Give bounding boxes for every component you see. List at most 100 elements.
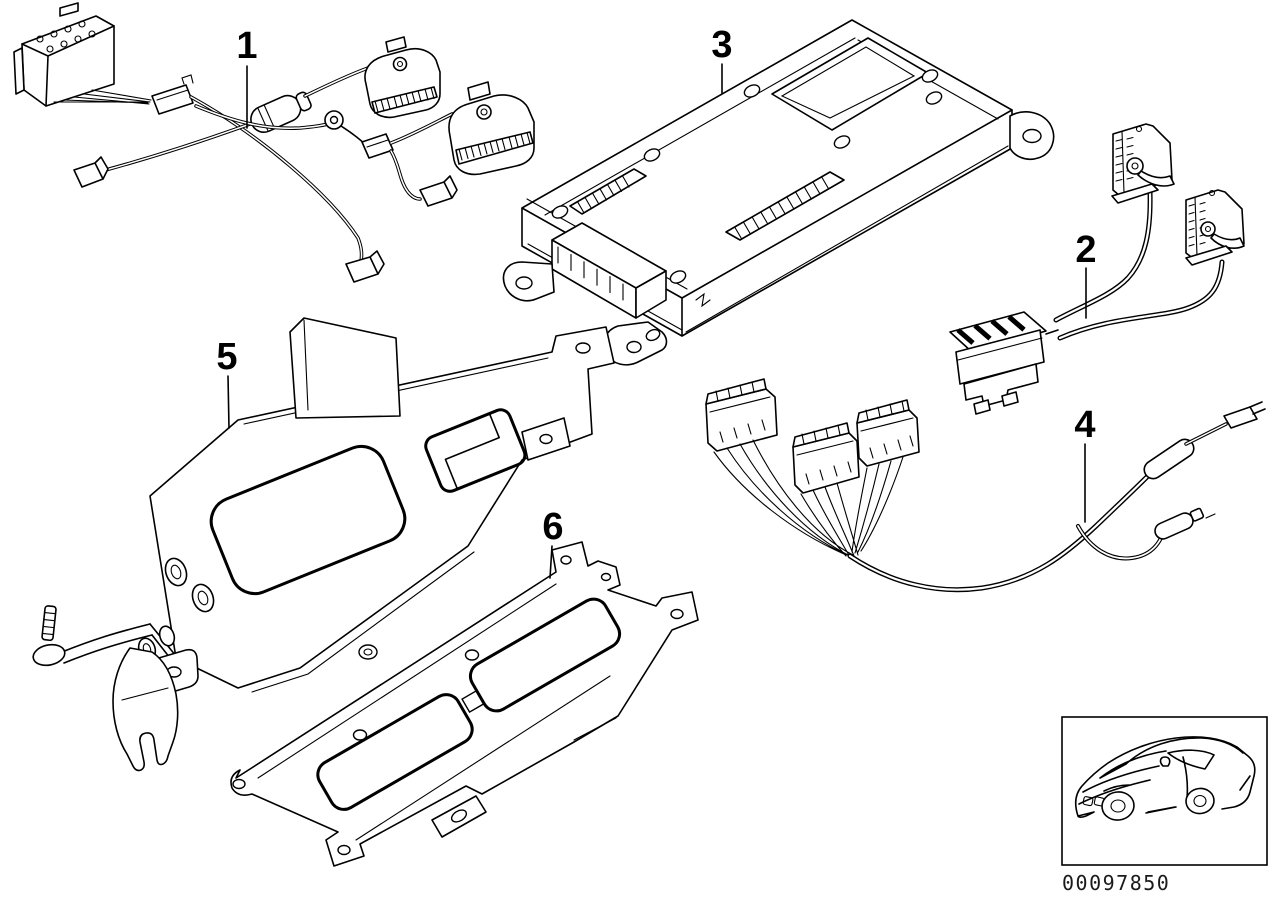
- arm-pad: [32, 643, 66, 667]
- ecu-screw-holes: [551, 69, 943, 284]
- callout-5-leader: [227, 375, 230, 429]
- car-front-wheel: [1101, 791, 1135, 821]
- cable-run-c-inner: [195, 105, 329, 130]
- callout-6-leader: [549, 545, 553, 579]
- branch-cable-inner: [1077, 525, 1162, 560]
- cable-run-b-inner: [101, 123, 251, 172]
- connector-side-wing: [13, 47, 25, 95]
- bracket-hole-inner: [363, 648, 373, 656]
- module-2-hatch: [458, 131, 531, 161]
- connector-right: [419, 175, 458, 207]
- cable-b: [1057, 259, 1225, 341]
- connector-pins: [36, 20, 96, 53]
- ecu-lid-frame-inner: [780, 46, 916, 119]
- module-b-knob: [1200, 221, 1216, 237]
- module-a-knob: [1126, 157, 1144, 175]
- ferrite-collar: [295, 91, 312, 112]
- cable-b-inner: [1058, 260, 1224, 340]
- module-1-loop-hole: [396, 60, 404, 68]
- ecu-foot-hole: [626, 340, 642, 354]
- connector-top-face: [21, 25, 115, 107]
- callout-3: 3: [711, 24, 733, 94]
- module-1-hatch: [374, 86, 435, 113]
- ecu-connector-block: [551, 222, 711, 319]
- part-2-antenna-lead: [949, 123, 1245, 415]
- car-front-wheel-inner: [1110, 799, 1126, 813]
- connector-top-tab: [59, 2, 79, 17]
- part-2-connector: [949, 311, 1059, 415]
- part-1-wiring-harness: [13, 2, 535, 283]
- callout-1-label[interactable]: 1: [236, 25, 257, 67]
- callout-5-label[interactable]: 5: [216, 336, 237, 378]
- callout-6-label[interactable]: 6: [542, 506, 563, 548]
- inline-connector-2-line: [366, 139, 389, 148]
- bracket-loops: [164, 557, 215, 613]
- antenna-module-a: [1111, 123, 1175, 204]
- plate-holes: [232, 555, 684, 856]
- plate-mid-tab-slot: [450, 809, 468, 823]
- cluster-connector-2: [792, 422, 860, 494]
- callout-4: 4: [1074, 404, 1096, 523]
- vehicle-thumbnail: 00097850: [1061, 716, 1268, 895]
- multi-pin-connector: [21, 15, 115, 107]
- module-a-skid: [1111, 183, 1159, 204]
- cable-a: [1053, 189, 1153, 323]
- callout-2-label[interactable]: 2: [1075, 229, 1096, 271]
- bracket-flange: [289, 317, 401, 419]
- callout-2: 2: [1075, 229, 1097, 319]
- cable-run-b: [100, 122, 252, 173]
- module-2-pinrow: [455, 131, 534, 165]
- cable-run-b2-inner: [304, 67, 369, 97]
- bracket-tab-hole: [575, 342, 591, 354]
- bundle-cable-inner: [848, 468, 1156, 591]
- bracket-flange-fold: [303, 319, 309, 411]
- wire-fan: [53, 89, 152, 105]
- ecu-ear-right-hole: [1022, 128, 1042, 144]
- part-5-bracket: [32, 317, 615, 772]
- plate-square-hole: [461, 690, 485, 714]
- bracket-side-tab-hole: [539, 433, 553, 445]
- bracket-cutout: [209, 444, 407, 596]
- diagram-part-number: 00097850: [1062, 871, 1170, 895]
- ecu-foot-slot: [645, 328, 661, 342]
- connector-bottom: [345, 250, 385, 283]
- cluster-wires: [713, 439, 904, 558]
- plate-folds: [257, 583, 617, 841]
- cluster-connector-3: [856, 399, 920, 467]
- part-6-base-plate: [230, 541, 699, 867]
- cable-a-inner: [1054, 190, 1152, 322]
- bracket-flap-cutout: [424, 408, 527, 493]
- module-1-loop: [392, 56, 408, 72]
- branch-connector-tip: [1205, 513, 1216, 519]
- part-4-cable-assembly: [705, 378, 1266, 593]
- callout-3-label[interactable]: 3: [711, 24, 732, 66]
- module-2-loop: [476, 104, 492, 120]
- cable-to-rc-inner: [390, 150, 421, 200]
- module-2-tab: [467, 81, 491, 101]
- part-3-control-module: [502, 19, 1055, 366]
- module-b-skid: [1185, 245, 1233, 266]
- antenna-module-b: [1185, 189, 1245, 266]
- bracket-fork: [112, 625, 199, 772]
- thumbnail-frame: [1061, 716, 1268, 866]
- callout-5: 5: [216, 336, 238, 429]
- plate-cutout-b: [316, 693, 474, 811]
- ecu-ear-left-hole: [515, 276, 533, 290]
- ring-terminal-hole: [329, 115, 339, 125]
- bracket-arm: [32, 605, 177, 667]
- callout-1: 1: [236, 25, 258, 129]
- module-1-tab: [385, 36, 407, 53]
- cable-tip-run-inner: [1185, 423, 1227, 445]
- module-2-loop-hole: [480, 108, 488, 116]
- end-connector-prongs: [1249, 401, 1266, 415]
- inline-connector-2: [361, 133, 394, 159]
- callout-4-label[interactable]: 4: [1074, 404, 1095, 446]
- car-icon: [1074, 736, 1256, 821]
- connector-left-end: [73, 156, 109, 188]
- module-connector-2: [448, 81, 535, 176]
- ecu-vent-left: [569, 168, 647, 215]
- branch-connector: [1154, 507, 1205, 540]
- cluster-connector-1: [705, 378, 778, 452]
